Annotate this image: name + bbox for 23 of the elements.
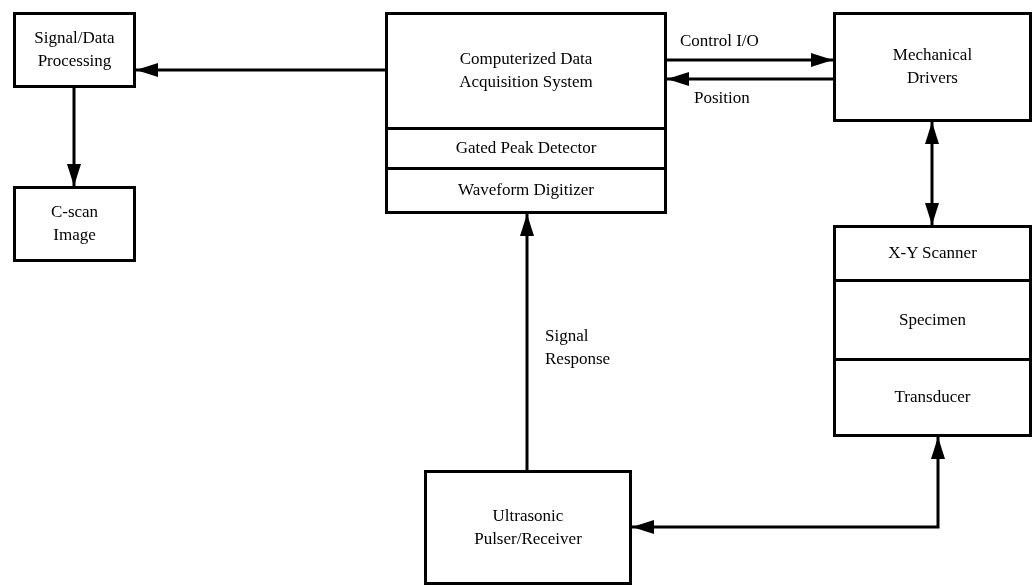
box-label: Mechanical Drivers <box>891 44 974 89</box>
box-label: Gated Peak Detector <box>455 137 597 160</box>
box-label: Computerized Data Acquisition System <box>458 48 594 93</box>
process-box <box>13 186 136 262</box>
arrow <box>520 214 534 470</box>
box-label: C-scan Image <box>49 201 100 246</box>
box-label: Signal/Data Processing <box>33 27 116 72</box>
process-box <box>424 470 632 585</box>
arrow <box>136 63 385 77</box>
process-box <box>833 225 1032 437</box>
arrow <box>632 437 945 534</box>
box-label: Waveform Digitizer <box>458 179 594 202</box>
box-label: Transducer <box>894 386 971 409</box>
process-box <box>13 12 136 88</box>
process-box <box>385 12 667 214</box>
box-label: Specimen <box>898 308 966 331</box>
arrow <box>667 72 833 86</box>
arrow <box>667 53 833 67</box>
box-label: X-Y Scanner <box>888 242 977 265</box>
box-label: Ultrasonic Pulser/Receiver <box>473 504 583 550</box>
arrow <box>67 88 81 186</box>
process-box <box>833 12 1032 122</box>
arrow <box>925 122 939 225</box>
